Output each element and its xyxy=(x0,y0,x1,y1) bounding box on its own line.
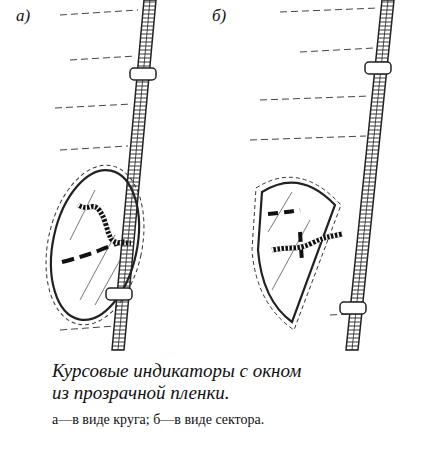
panel-letter: а) xyxy=(16,6,30,26)
caption-legend: а—в виде круга; б—в виде сектора. xyxy=(52,412,264,428)
clip xyxy=(106,68,156,300)
window-stitching xyxy=(252,177,341,330)
sail-seam-behind xyxy=(268,210,302,262)
clip xyxy=(340,62,391,314)
film-glare xyxy=(268,192,310,290)
panel-letter: б) xyxy=(212,6,226,26)
sector-window xyxy=(258,183,335,322)
wool-yarn xyxy=(272,234,342,250)
shroud xyxy=(346,0,394,350)
figure-caption: Курсовые индикаторы с окном из прозрачно… xyxy=(52,360,322,404)
yarn-texture xyxy=(272,234,342,250)
shroud-core xyxy=(352,0,388,350)
